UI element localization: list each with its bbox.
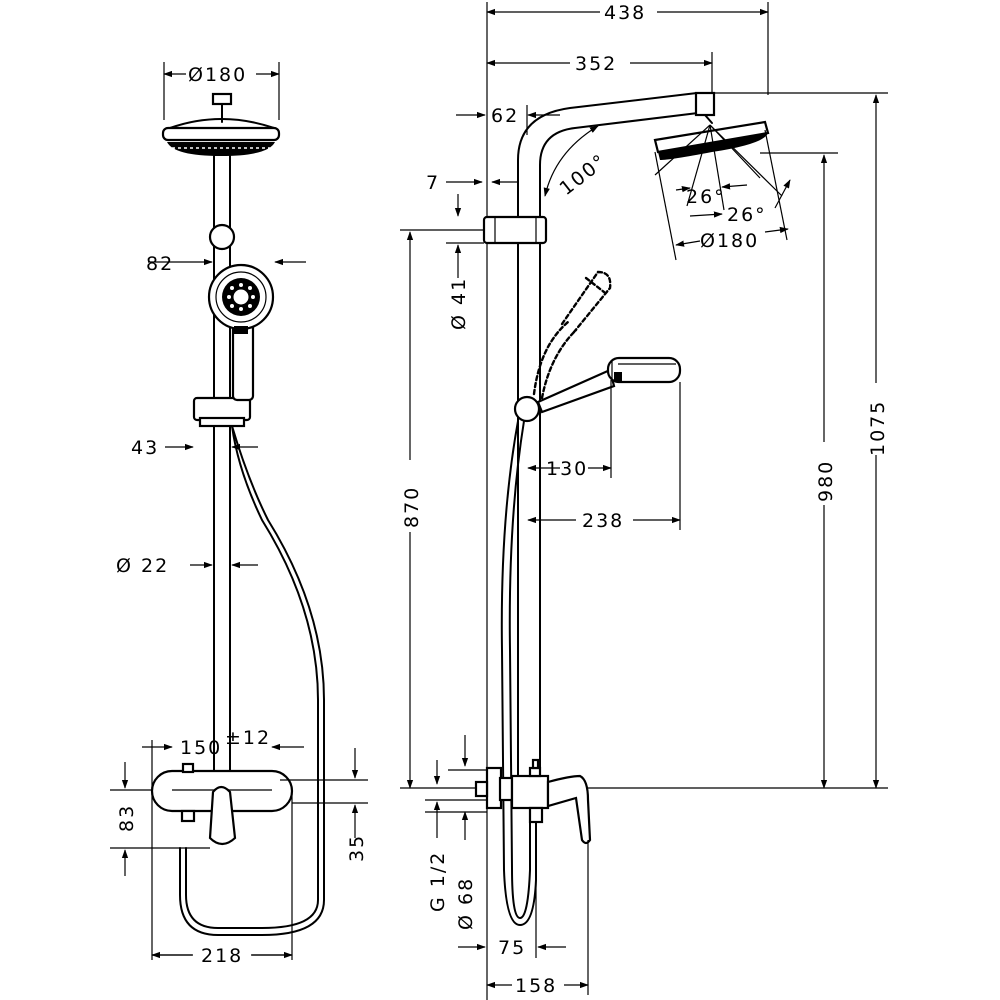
front-holder-offset-label: 43 (131, 437, 159, 459)
side-spray-angle-right-label: 26° (727, 204, 767, 226)
side-arm-angle-label: 100° (556, 150, 612, 200)
side-mixer-depth-label: 75 (498, 937, 526, 959)
side-rail-bracket (482, 215, 548, 245)
front-head-diameter-label: Ø180 (188, 64, 247, 86)
side-handshower-raised (532, 270, 612, 400)
side-wall-diameter-label: Ø 68 (455, 877, 477, 930)
side-bracket-diameter-label: Ø 41 (448, 277, 470, 330)
front-handshower (207, 263, 275, 402)
front-mixer-height-label: 83 (116, 804, 138, 832)
side-bracket-offset-label: 7 (426, 172, 440, 194)
side-hose (500, 420, 537, 926)
side-rail (513, 242, 541, 781)
side-head-diameter-label: Ø180 (700, 230, 759, 252)
side-mixer (474, 758, 592, 845)
front-view: Ø180 (110, 62, 368, 967)
side-handshower (536, 356, 682, 414)
side-wall-to-rail-label: 62 (491, 105, 519, 127)
side-total-height-label: 1075 (867, 400, 889, 456)
side-thread-label: G 1/2 (427, 851, 449, 912)
front-mixer-centres-tolerance: ±12 (225, 727, 271, 749)
side-arm-projection-label: 352 (575, 53, 617, 75)
side-head-height-label: 980 (815, 460, 837, 502)
front-rail (192, 155, 252, 781)
front-mixer-depth-label: 35 (346, 834, 368, 862)
front-overhead-shower (161, 92, 281, 156)
side-mixer-projection-label: 158 (515, 975, 557, 997)
side-handshower-short-label: 130 (546, 458, 588, 480)
front-hose (185, 425, 319, 929)
front-total-width-label: 218 (201, 945, 243, 967)
front-pipe-diameter-label: Ø 22 (116, 555, 169, 577)
side-overhead-shower (653, 120, 770, 160)
front-mixer-centres-label: 150 (180, 737, 222, 759)
side-handshower-long-label: 238 (582, 510, 624, 532)
side-view: 438 352 62 100° (400, 2, 889, 1000)
front-handshower-offset-label: 82 (146, 253, 174, 275)
side-spray-angle-left-label: 26° (686, 186, 726, 208)
front-mixer (150, 762, 294, 846)
side-rail-height-label: 870 (401, 486, 423, 528)
side-overall-projection-label: 438 (604, 2, 646, 24)
